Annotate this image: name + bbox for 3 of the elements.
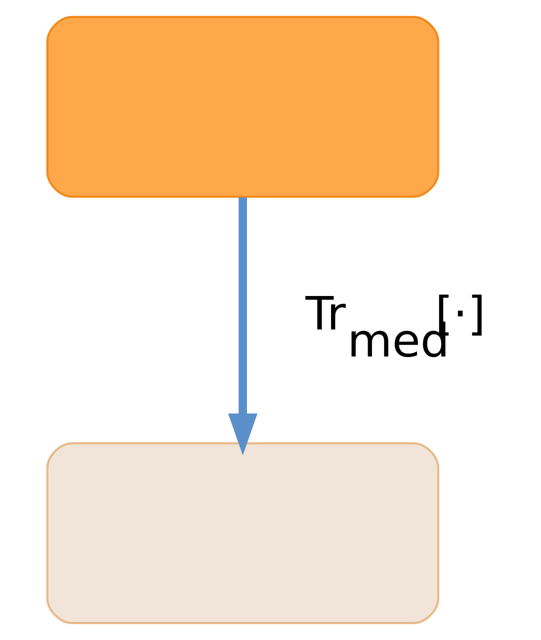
node-box xyxy=(46,442,440,624)
node-box xyxy=(46,16,440,198)
arrow xyxy=(228,197,258,456)
